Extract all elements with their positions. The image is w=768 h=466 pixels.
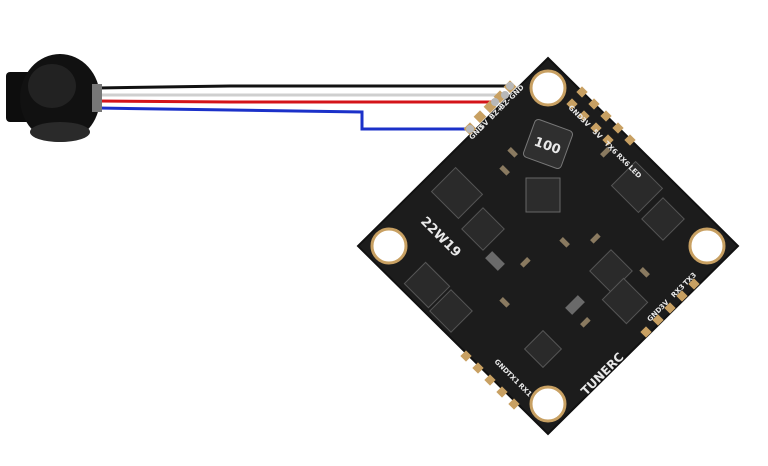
flight-controller-board: 100 22W19 TUNERC GND 3V 5V TX6 RX6 LED (356, 56, 740, 436)
pcb-outline (356, 56, 740, 436)
inductor: 100 (522, 118, 574, 170)
esc-chips (403, 160, 685, 369)
mount-hole-bottom (529, 385, 567, 423)
chip (641, 197, 685, 241)
chip (601, 277, 649, 325)
red-wire (97, 99, 495, 104)
chip (429, 289, 473, 333)
smd-components (485, 147, 650, 328)
buzzer-wire-sleeve (92, 84, 102, 112)
chip (430, 166, 484, 220)
chip (523, 329, 563, 369)
chip (403, 261, 451, 309)
mcu-chip (525, 177, 561, 213)
solder-joints (466, 82, 514, 133)
mount-hole-left (370, 227, 408, 265)
chip (461, 207, 505, 251)
black-wire (97, 84, 510, 90)
buzzer-rim (30, 122, 90, 142)
buzzer-highlight (28, 64, 76, 108)
buzzer (6, 54, 102, 142)
mount-hole-top (529, 69, 567, 107)
buzzer-wires (97, 84, 510, 131)
pads-bottom-left (460, 350, 520, 410)
mount-hole-right (688, 227, 726, 265)
pads-bottom-right (640, 278, 700, 338)
blue-wire (97, 106, 468, 131)
chip (610, 160, 664, 214)
